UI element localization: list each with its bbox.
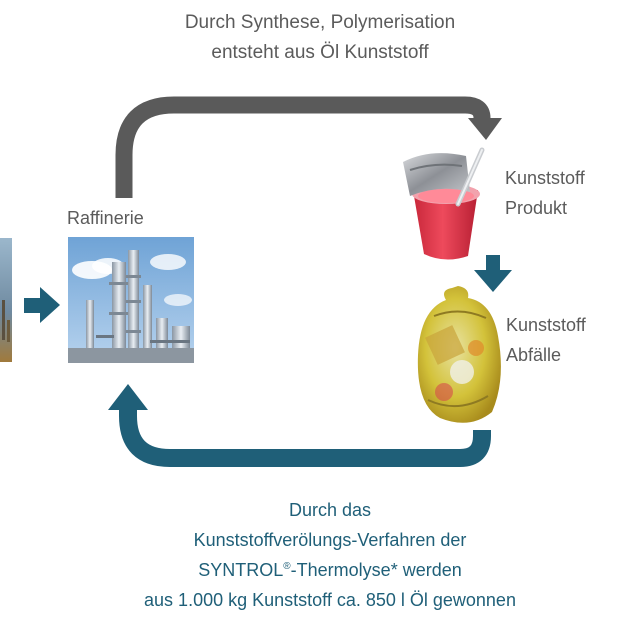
bottom-caption-line-4: aus 1.000 kg Kunststoff ca. 850 l Öl gew… — [144, 590, 516, 610]
product-label-line-2: Produkt — [505, 198, 568, 218]
plastic-waste-bag-photo — [417, 286, 501, 423]
product-label: Kunststoff Produkt — [505, 163, 585, 223]
product-label-line-1: Kunststoff — [505, 168, 585, 188]
input-arrow — [24, 287, 60, 323]
top-arrow — [115, 96, 502, 198]
bottom-caption-line-2: Kunststoffverölungs-Verfahren der — [193, 530, 467, 550]
yogurt-cup-photo — [403, 147, 485, 260]
bottom-caption: Durch das Kunststoffverölungs-Verfahren … — [100, 495, 560, 615]
top-caption: Durch Synthese, Polymerisation entsteht … — [120, 8, 520, 68]
waste-label: Kunststoff Abfälle — [506, 310, 586, 370]
refinery-label: Raffinerie — [67, 208, 144, 228]
top-caption-line-1: Durch Synthese, Polymerisation — [184, 12, 456, 33]
waste-label-line-2: Abfälle — [506, 345, 562, 365]
oil-field-photo — [0, 238, 12, 362]
syntrol-name: SYNTROL — [198, 560, 284, 580]
waste-label-line-1: Kunststoff — [506, 315, 586, 335]
refinery-photo — [68, 237, 194, 363]
down-arrow — [474, 255, 512, 292]
registered-mark: ® — [283, 561, 291, 572]
bottom-arrow — [108, 384, 491, 467]
top-caption-line-2: entsteht aus Öl Kunststoff — [211, 42, 429, 63]
thermolyse-text: -Thermolyse* werden — [290, 560, 462, 580]
bottom-caption-line-1: Durch das — [288, 500, 372, 520]
bottom-caption-line-3: SYNTROL®-Thermolyse* werden — [100, 555, 560, 585]
